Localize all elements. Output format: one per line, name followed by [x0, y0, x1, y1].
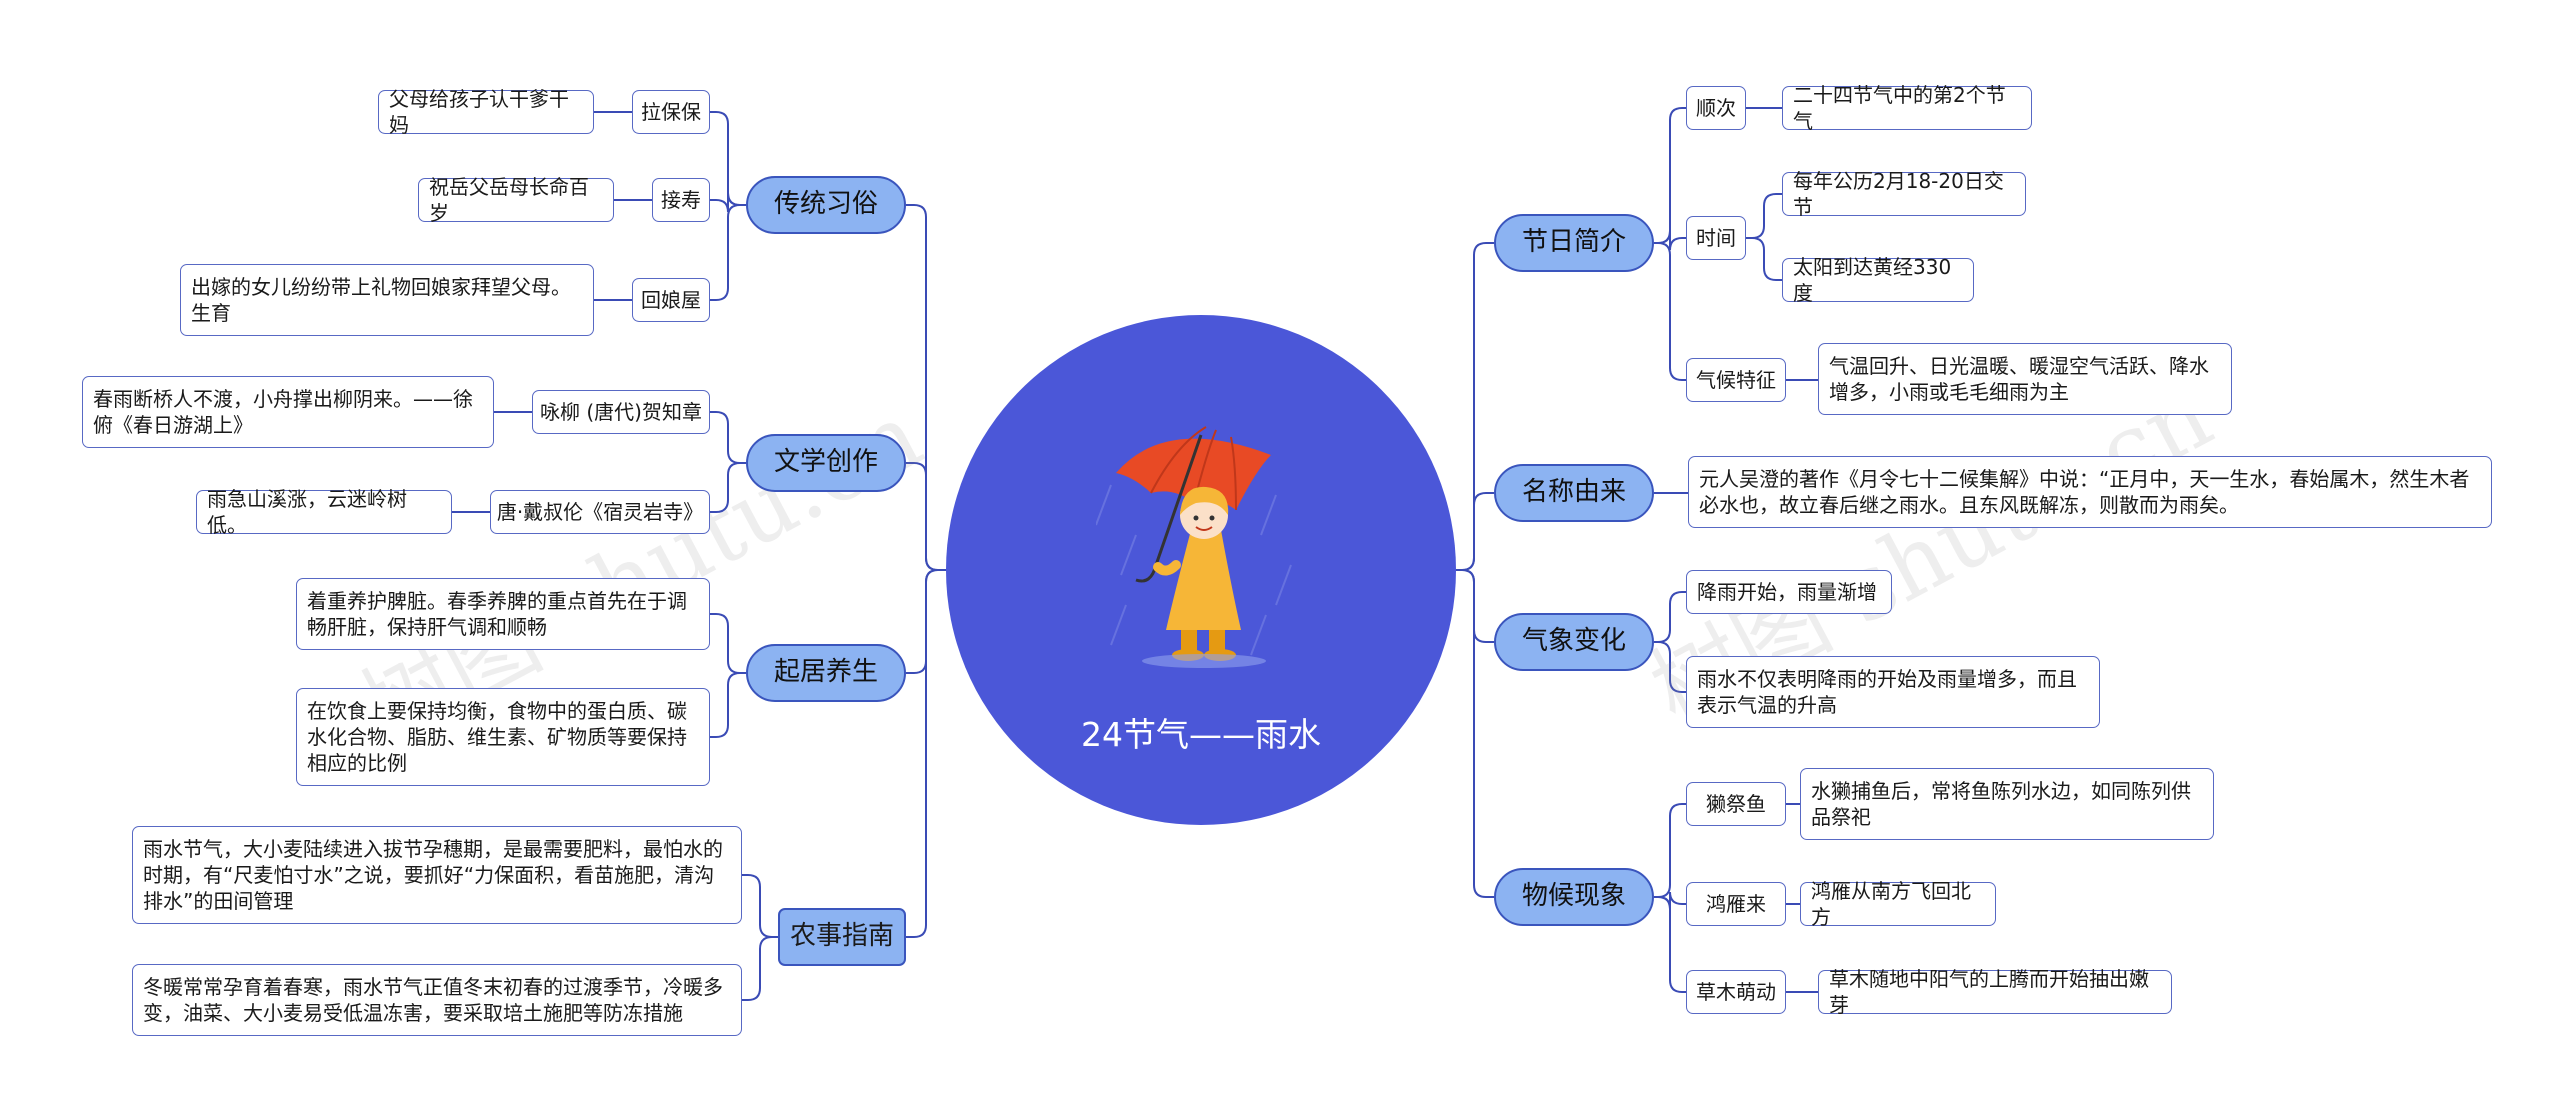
branch-daily-wellness[interactable]: 起居养生 [746, 644, 906, 702]
branch-weather-change[interactable]: 气象变化 [1494, 613, 1654, 671]
detail-jie-shou[interactable]: 祝岳父岳母长命百岁 [418, 175, 614, 225]
line-farming-1 [742, 874, 778, 938]
branch-farming-guide[interactable]: 农事指南 [778, 908, 906, 966]
line-wellness-1 [710, 613, 746, 674]
detail-weather-rain[interactable]: 降雨开始，雨量渐增 [1686, 570, 1892, 614]
topic-time[interactable]: 时间 [1686, 216, 1746, 260]
detail-farming-frost[interactable]: 冬暖常常孕育着春寒，雨水节气正值冬末初春的过渡季节，冷暖多变，油菜、大小麦易受低… [132, 964, 742, 1036]
topic-climate[interactable]: 气候特征 [1686, 358, 1786, 402]
line-customs-2 [710, 192, 746, 213]
line-phenology-1 [1654, 803, 1686, 898]
line-intro-3 [1654, 242, 1686, 381]
detail-farming-wheat[interactable]: 雨水节气，大小麦陆续进入拔节孕穗期，是最需要肥料，最怕水的时期，有“尺麦怕寸水”… [132, 826, 742, 924]
line-intro-2-detail-a [1746, 193, 1782, 239]
line-wellness-2 [710, 672, 746, 738]
branch-name-origin[interactable]: 名称由来 [1494, 464, 1654, 522]
line-center-farming [906, 569, 946, 938]
line-literature-2 [710, 462, 746, 513]
line-intro-1 [1654, 107, 1686, 244]
branch-literary-works[interactable]: 文学创作 [746, 434, 906, 492]
line-intro-2 [1654, 230, 1686, 251]
rain-girl-illustration [1096, 426, 1292, 668]
topic-otter[interactable]: 獭祭鱼 [1686, 782, 1786, 826]
topic-su-lingyan-si[interactable]: 唐·戴叔伦《宿灵岩寺》 [490, 490, 710, 534]
line-customs-3 [710, 204, 746, 301]
topic-la-baobao[interactable]: 拉保保 [632, 90, 710, 134]
line-center-literature [906, 462, 946, 571]
detail-weather-temp[interactable]: 雨水不仅表明降雨的开始及雨量增多，而且表示气温的升高 [1686, 656, 2100, 728]
detail-order[interactable]: 二十四节气中的第2个节气 [1782, 83, 2032, 133]
line-literature-1 [710, 411, 746, 464]
detail-wellness-spleen[interactable]: 着重养护脾脏。春季养脾的重点首先在于调畅肝脏，保持肝气调和顺畅 [296, 578, 710, 650]
detail-otter[interactable]: 水獭捕鱼后，常将鱼陈列水边，如同陈列供品祭祀 [1800, 768, 2214, 840]
detail-time-date[interactable]: 每年公历2月18-20日交节 [1782, 169, 2026, 219]
branch-festival-intro[interactable]: 节日简介 [1494, 214, 1654, 272]
topic-geese[interactable]: 鸿雁来 [1686, 882, 1786, 926]
detail-wellness-diet[interactable]: 在饮食上要保持均衡，食物中的蛋白质、碳水化合物、脂肪、维生素、矿物质等要保持相应… [296, 688, 710, 786]
topic-hui-niangwu[interactable]: 回娘屋 [632, 278, 710, 322]
detail-name-origin[interactable]: 元人吴澄的著作《月令七十二候集解》中说：“正月中，天一生水，春始属木，然生木者必… [1688, 456, 2492, 528]
detail-geese[interactable]: 鸿雁从南方飞回北方 [1800, 879, 1996, 929]
detail-sprouting[interactable]: 草木随地中阳气的上腾而开始抽出嫩芽 [1818, 967, 2172, 1017]
topic-sprouting[interactable]: 草木萌动 [1686, 970, 1786, 1014]
branch-phenology[interactable]: 物候现象 [1494, 868, 1654, 926]
line-phenology-3 [1654, 896, 1686, 993]
detail-climate[interactable]: 气温回升、日光温暖、暖湿空气活跃、降水增多，小雨或毛毛细雨为主 [1818, 343, 2232, 415]
detail-su-lingyan-si[interactable]: 雨急山溪涨，云迷岭树低。 [196, 487, 452, 537]
line-weather-1 [1654, 591, 1686, 643]
line-weather-2 [1654, 641, 1686, 693]
branch-traditional-customs[interactable]: 传统习俗 [746, 176, 906, 234]
detail-la-baobao[interactable]: 父母给孩子认干爹干妈 [378, 87, 594, 137]
center-topic[interactable]: 24节气——雨水 [946, 315, 1456, 825]
topic-order[interactable]: 顺次 [1686, 86, 1746, 130]
line-center-phenology [1456, 569, 1494, 898]
line-center-origin [1456, 492, 1494, 571]
detail-hui-niangwu[interactable]: 出嫁的女儿纷纷带上礼物回娘家拜望父母。生育 [180, 264, 594, 336]
line-customs-1 [710, 111, 746, 206]
line-farming-2 [742, 936, 778, 1001]
girl-icon [1142, 486, 1266, 668]
topic-jie-shou[interactable]: 接寿 [652, 178, 710, 222]
detail-time-sun[interactable]: 太阳到达黄经330度 [1782, 255, 1974, 305]
topic-yong-liu[interactable]: 咏柳 (唐代)贺知章 [532, 390, 710, 434]
center-title: 24节气——雨水 [1081, 715, 1321, 754]
detail-yong-liu[interactable]: 春雨断桥人不渡，小舟撑出柳阴来。——徐俯《春日游湖上》 [82, 376, 494, 448]
line-intro-2-detail-b [1746, 237, 1782, 281]
